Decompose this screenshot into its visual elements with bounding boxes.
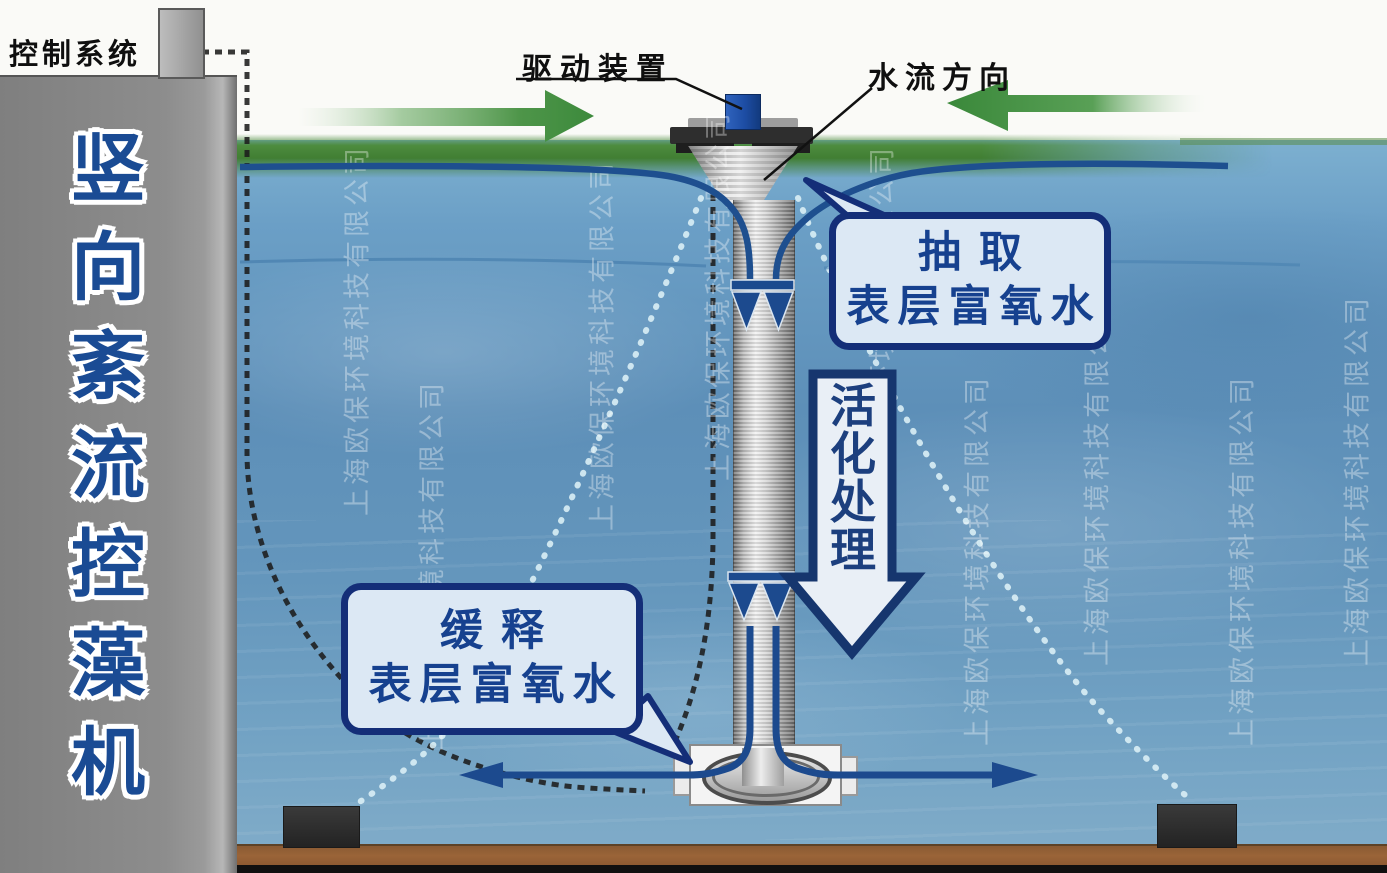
drive-unit-label: 驱动装置 bbox=[522, 53, 674, 86]
release-line2: 表层富氧水 bbox=[368, 661, 624, 709]
watermark: 上海欧保环境科技有限公司 bbox=[342, 144, 373, 516]
watermark: 上海欧保环境科技有限公司 bbox=[703, 109, 734, 481]
diffuser-pipe-core bbox=[742, 748, 784, 786]
activation-char: 活 bbox=[830, 380, 876, 432]
algae-surface-layer-thin bbox=[1180, 138, 1387, 145]
activation-char: 理 bbox=[830, 524, 876, 576]
watermark: 上海欧保环境科技有限公司 bbox=[587, 159, 618, 531]
control-system-box bbox=[158, 8, 205, 79]
flow-direction-label: 水流方向 bbox=[868, 62, 1016, 95]
release-line1: 缓释 bbox=[440, 607, 562, 656]
bottom-edge bbox=[237, 865, 1387, 873]
shore-pillar bbox=[0, 75, 237, 873]
title-char: 藻 bbox=[71, 622, 145, 705]
machine-title-vertical: 竖 向 紊 流 控 藻 机 bbox=[52, 132, 164, 800]
extract-line1: 抽取 bbox=[918, 229, 1040, 278]
watermark: 上海欧保环境科技有限公司 bbox=[962, 374, 993, 746]
extract-line2: 表层富氧水 bbox=[846, 283, 1102, 331]
release-callout-bubble: 缓释 表层富氧水 bbox=[341, 583, 643, 735]
extract-callout-bubble: 抽取 表层富氧水 bbox=[829, 212, 1111, 350]
title-char: 流 bbox=[71, 424, 145, 507]
activation-char: 处 bbox=[830, 476, 876, 528]
anchor-block-right bbox=[1157, 804, 1237, 848]
vertical-flow-pipe bbox=[733, 200, 795, 756]
watermark: 上海欧保环境科技有限公司 bbox=[1227, 374, 1258, 746]
title-char: 向 bbox=[71, 226, 145, 309]
anchor-block-left bbox=[283, 806, 360, 848]
title-char: 控 bbox=[71, 523, 145, 606]
title-char: 紊 bbox=[71, 325, 145, 408]
control-system-label: 控制系统 bbox=[9, 39, 142, 71]
activation-arrow-label: 活 化 处 理 bbox=[827, 383, 879, 573]
watermark: 上海欧保环境科技有限公司 bbox=[1342, 294, 1373, 666]
sediment-layer bbox=[237, 844, 1387, 868]
activation-char: 化 bbox=[830, 428, 876, 480]
title-char: 机 bbox=[71, 721, 145, 804]
title-char: 竖 bbox=[71, 127, 145, 210]
